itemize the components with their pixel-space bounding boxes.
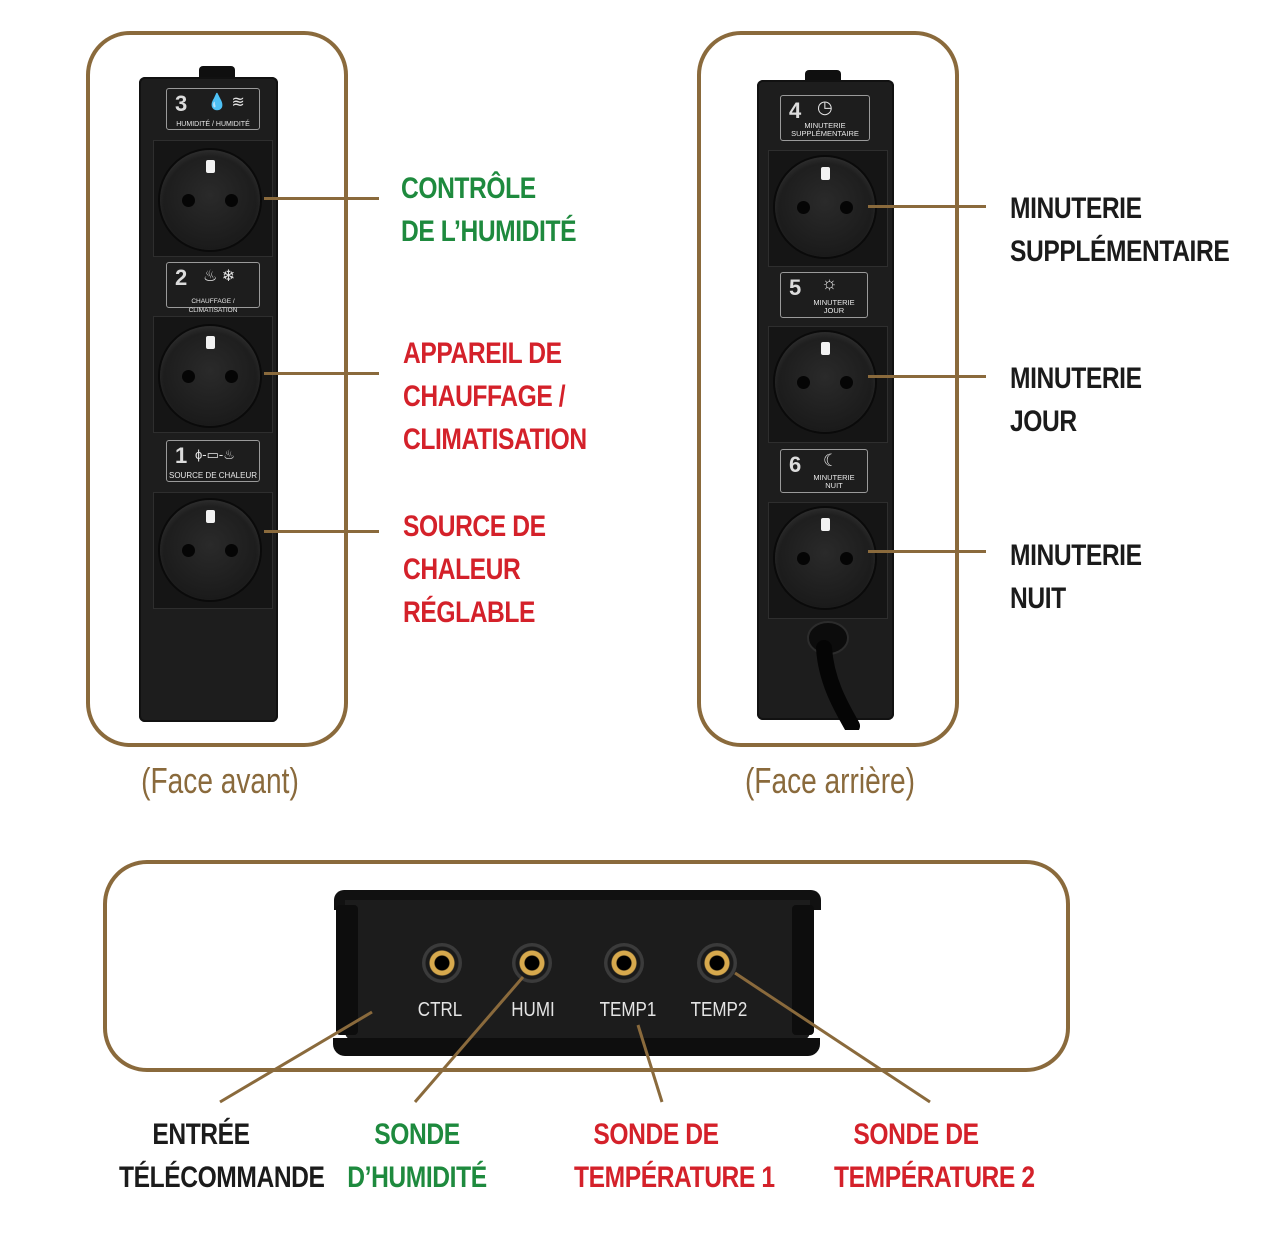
- leader-line-temp2: [734, 971, 931, 1104]
- front-view-frame: [86, 31, 348, 747]
- side-device-clip-left: [336, 905, 358, 1035]
- outlet-6-text-line2: NUIT: [825, 481, 843, 490]
- outlet-3-number: 3: [175, 91, 188, 116]
- leader-line-humi: [413, 976, 525, 1103]
- outlet-3-label: 3 💧 ≋ HUMIDITÉ / HUMIDITÉ: [166, 88, 260, 130]
- side-view-frame: [103, 860, 1070, 1072]
- leader-line-night-timer: [868, 550, 986, 553]
- front-top-button: [199, 66, 235, 80]
- outlet-6-text-line1: MINUTERIE: [813, 473, 855, 482]
- temp2-jack[interactable]: [697, 943, 737, 983]
- back-caption: (Face arrière): [744, 760, 916, 801]
- leader-line-day-timer: [868, 375, 986, 378]
- leader-line-heating: [264, 372, 379, 375]
- power-cord: [807, 621, 860, 730]
- outlet-6-socket: [775, 508, 875, 608]
- outlet-3-socket: [160, 150, 260, 250]
- ctrl-port-label: CTRL: [417, 999, 463, 1021]
- callout-humidity-control: CONTRÔLE DE L’HUMIDITÉ: [401, 172, 577, 248]
- outlet-5-socket: [775, 332, 875, 432]
- outlet-1-socket: [160, 500, 260, 600]
- outlet-4-socket: [775, 157, 875, 257]
- ctrl-jack[interactable]: [422, 943, 462, 983]
- outlet-6-number: 6: [789, 452, 802, 477]
- humi-port-label: HUMI: [511, 999, 555, 1021]
- callout-heating-device: APPAREIL DE CHAUFFAGE / CLIMATISATION: [403, 337, 587, 456]
- back-view-frame: [697, 31, 959, 747]
- outlet-4-text-line2: SUPPLÉMENTAIRE: [791, 129, 859, 138]
- leader-line-temp1: [636, 1024, 664, 1103]
- callout-day-timer: MINUTERIE JOUR: [1010, 362, 1142, 438]
- humidity-icon: 💧 ≋: [207, 94, 245, 111]
- outlet-5-label: 5 ☼ MINUTERIE JOUR: [780, 272, 868, 318]
- humi-jack[interactable]: [512, 943, 552, 983]
- front-caption: (Face avant): [141, 760, 299, 801]
- callout-remote-input: ENTRÉE TÉLÉCOMMANDE: [119, 1118, 325, 1194]
- moon-icon: ☾: [823, 451, 839, 470]
- temp2-port-label: TEMP2: [690, 999, 748, 1021]
- leader-line-extra-timer: [868, 205, 986, 208]
- outlet-5-number: 5: [789, 275, 802, 300]
- outlet-1-label: 1 ϕ-▭-♨ SOURCE DE CHALEUR: [166, 440, 260, 482]
- heating-cooling-icon: ♨ ❄: [203, 268, 236, 285]
- sun-icon: ☼: [821, 273, 838, 293]
- callout-heat-source: SOURCE DE CHALEUR RÉGLABLE: [403, 510, 546, 629]
- outlet-5-text-line2: JOUR: [823, 306, 845, 315]
- outlet-4-number: 4: [789, 98, 802, 123]
- outlet-2-text: CHAUFFAGE / CLIMATISATION: [188, 298, 238, 314]
- leader-line-heat-source: [264, 530, 379, 533]
- heat-source-icon: ϕ-▭-♨: [195, 447, 235, 462]
- outlet-3-text: HUMIDITÉ / HUMIDITÉ: [176, 121, 250, 128]
- callout-night-timer: MINUTERIE NUIT: [1010, 539, 1142, 615]
- callout-extra-timer: MINUTERIE SUPPLÉMENTAIRE: [1010, 192, 1230, 268]
- outlet-1-number: 1: [175, 443, 188, 468]
- callout-temperature-probe-2: SONDE DE TEMPÉRATURE 2: [834, 1118, 1035, 1194]
- outlet-2-socket: [160, 326, 260, 426]
- side-device-base: [333, 1038, 820, 1056]
- leader-line-humidity: [264, 197, 379, 200]
- outlet-2-label: 2 ♨ ❄ CHAUFFAGE / CLIMATISATION: [166, 262, 260, 314]
- outlet-6-label: 6 ☾ MINUTERIE NUIT: [780, 449, 868, 493]
- leader-line-ctrl: [219, 1010, 373, 1104]
- clock-icon: ◷: [817, 97, 833, 117]
- temp1-port-label: TEMP1: [599, 999, 657, 1021]
- temp1-jack[interactable]: [604, 943, 644, 983]
- callout-temperature-probe-1: SONDE DE TEMPÉRATURE 1: [574, 1118, 775, 1194]
- side-device-clip-right: [792, 905, 814, 1035]
- callout-humidity-probe: SONDE D’HUMIDITÉ: [347, 1118, 487, 1194]
- outlet-4-text-line1: MINUTERIE: [804, 121, 846, 130]
- outlet-1-text: SOURCE DE CHALEUR: [168, 471, 257, 480]
- outlet-5-text-line1: MINUTERIE: [813, 298, 855, 307]
- outlet-4-label: 4 ◷ MINUTERIE SUPPLÉMENTAIRE: [780, 95, 870, 141]
- outlet-2-number: 2: [175, 265, 188, 290]
